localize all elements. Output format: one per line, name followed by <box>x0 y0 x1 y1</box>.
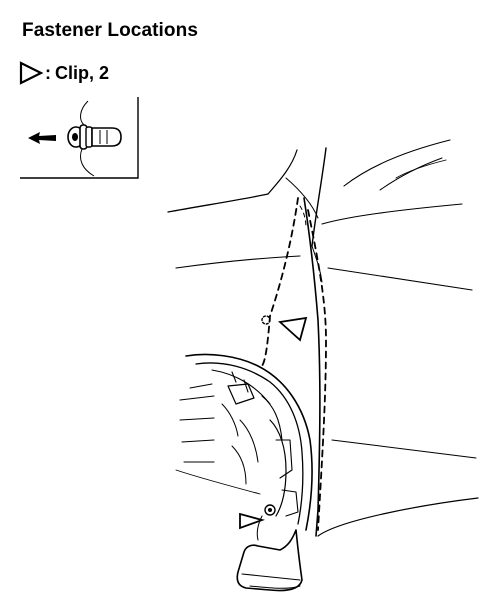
quarter-panel-edge <box>303 197 321 537</box>
clip-detail-inset <box>20 97 140 180</box>
upper-clip-hole <box>261 315 271 325</box>
fastener-legend: : Clip, 2 <box>18 60 109 86</box>
page-title: Fastener Locations <box>22 20 199 41</box>
rear-pillar-edge <box>311 147 327 247</box>
removal-arrow <box>28 132 56 144</box>
upper-clip-marker-icon <box>277 316 308 342</box>
triangle-outline-icon <box>19 61 44 85</box>
wheel-arch-liner <box>185 353 313 531</box>
hidden-panel-line-right <box>307 209 327 531</box>
rear-glass-line <box>343 139 451 187</box>
mud-flap <box>236 529 303 592</box>
clip-detail-drawing <box>20 97 139 179</box>
panel-edge-line-lower <box>80 148 95 177</box>
inset-frame <box>20 97 139 179</box>
lower-clip-marker-icon <box>239 512 265 530</box>
legend-label: Clip, 2 <box>55 62 110 83</box>
body-line-belt <box>175 255 301 269</box>
hidden-panel-line <box>261 197 299 367</box>
legend-separator: : <box>45 62 51 83</box>
lower-clip <box>264 504 276 516</box>
panel-edge-line <box>80 100 89 126</box>
body-line-upper <box>167 193 269 213</box>
